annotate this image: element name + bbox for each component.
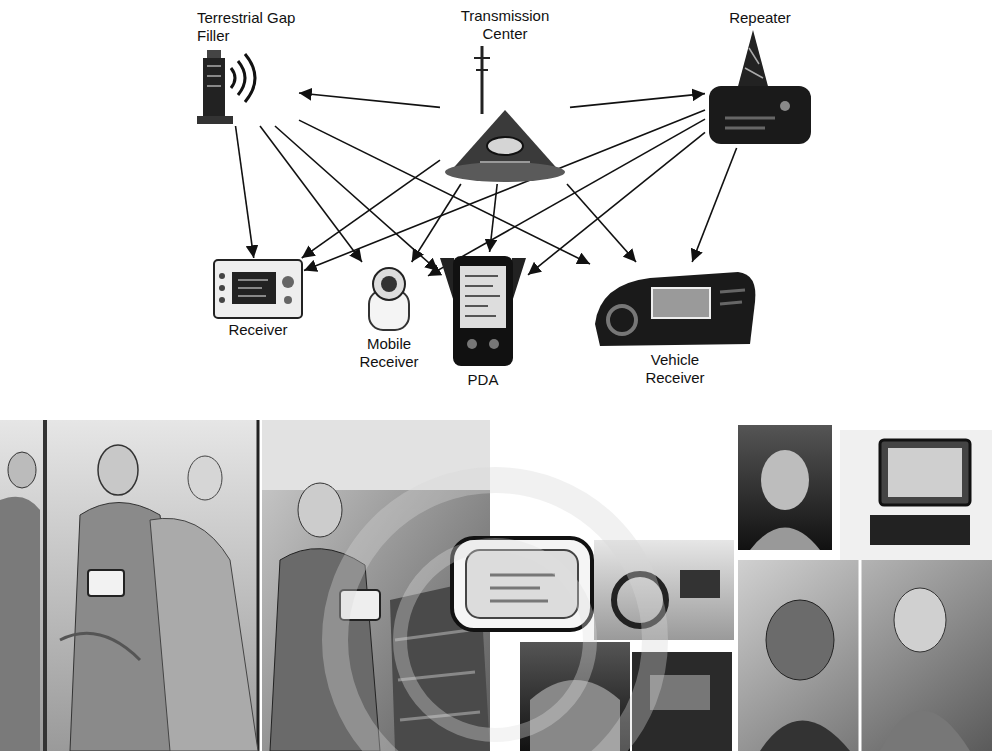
signal-arrow <box>692 148 736 262</box>
art-shape <box>188 456 222 500</box>
art-shape <box>766 600 834 680</box>
mobile-node: Mobile Receiver <box>350 262 428 372</box>
node-icon <box>438 252 528 370</box>
art-shape <box>761 450 809 510</box>
art-shape <box>880 711 970 751</box>
art-shape <box>490 575 555 601</box>
art-shape <box>298 483 342 537</box>
node-icon <box>195 46 265 126</box>
node-icon-art <box>445 46 565 182</box>
node-icon <box>705 28 815 148</box>
signal-arrow <box>236 126 254 258</box>
art-shape <box>750 528 820 551</box>
art-shape <box>859 560 862 751</box>
node-label: Repeater <box>727 8 793 28</box>
node-icon-art <box>197 50 255 124</box>
art-shape <box>0 497 40 751</box>
vehicle-node: Vehicle Receiver <box>590 262 760 388</box>
signal-arrow <box>412 184 461 262</box>
art-shape <box>738 560 992 751</box>
art-shape <box>680 570 720 598</box>
receiver-node: Receiver <box>212 258 304 340</box>
viewer-photos <box>738 560 992 751</box>
node-icon-art <box>595 272 755 346</box>
signal-arrow <box>299 93 440 107</box>
art-shape <box>466 550 578 618</box>
art-shape <box>894 588 946 652</box>
art-shape <box>150 518 258 751</box>
art-shape <box>335 480 655 751</box>
portrait-photo <box>738 425 832 550</box>
art-shape <box>888 448 962 497</box>
commuter-photo <box>0 420 258 751</box>
art-shape <box>43 420 47 751</box>
node-label: Terrestrial Gap Filler <box>195 8 299 46</box>
node-label: Vehicle Receiver <box>631 350 719 388</box>
pda-node: PDA <box>438 252 528 390</box>
gap-filler-node: Terrestrial Gap Filler <box>195 8 299 126</box>
signal-arrow <box>528 132 705 274</box>
art-shape <box>870 515 970 545</box>
art-shape <box>738 425 832 550</box>
art-shape <box>98 445 138 495</box>
node-icon <box>212 258 304 320</box>
art-shape <box>840 430 992 560</box>
node-label: Transmission Center <box>447 6 563 44</box>
art-shape <box>88 570 124 596</box>
node-icon-art <box>369 268 409 330</box>
node-icon-art <box>709 30 811 144</box>
art-shape <box>8 452 36 488</box>
art-shape <box>400 545 590 735</box>
art-shape <box>0 420 258 751</box>
node-icon <box>361 262 417 334</box>
node-label: Mobile Receiver <box>350 334 428 372</box>
monitor-photo <box>840 430 992 560</box>
node-label: PDA <box>466 370 501 390</box>
signal-arrow <box>570 94 705 108</box>
signal-arrow <box>428 119 705 276</box>
signal-arrow <box>260 126 362 262</box>
node-icon <box>440 44 570 184</box>
art-shape <box>760 721 850 751</box>
transmission-node: Transmission Center <box>440 6 570 184</box>
repeater-node: Repeater <box>705 8 815 148</box>
signal-arrow <box>299 120 590 264</box>
node-icon <box>590 262 760 350</box>
node-icon-art <box>440 256 526 366</box>
node-icon-art <box>214 260 302 318</box>
art-shape <box>257 420 260 751</box>
art-shape <box>880 440 970 505</box>
node-label: Receiver <box>226 320 289 340</box>
watermark-logo <box>335 480 655 751</box>
art-shape <box>60 633 140 660</box>
